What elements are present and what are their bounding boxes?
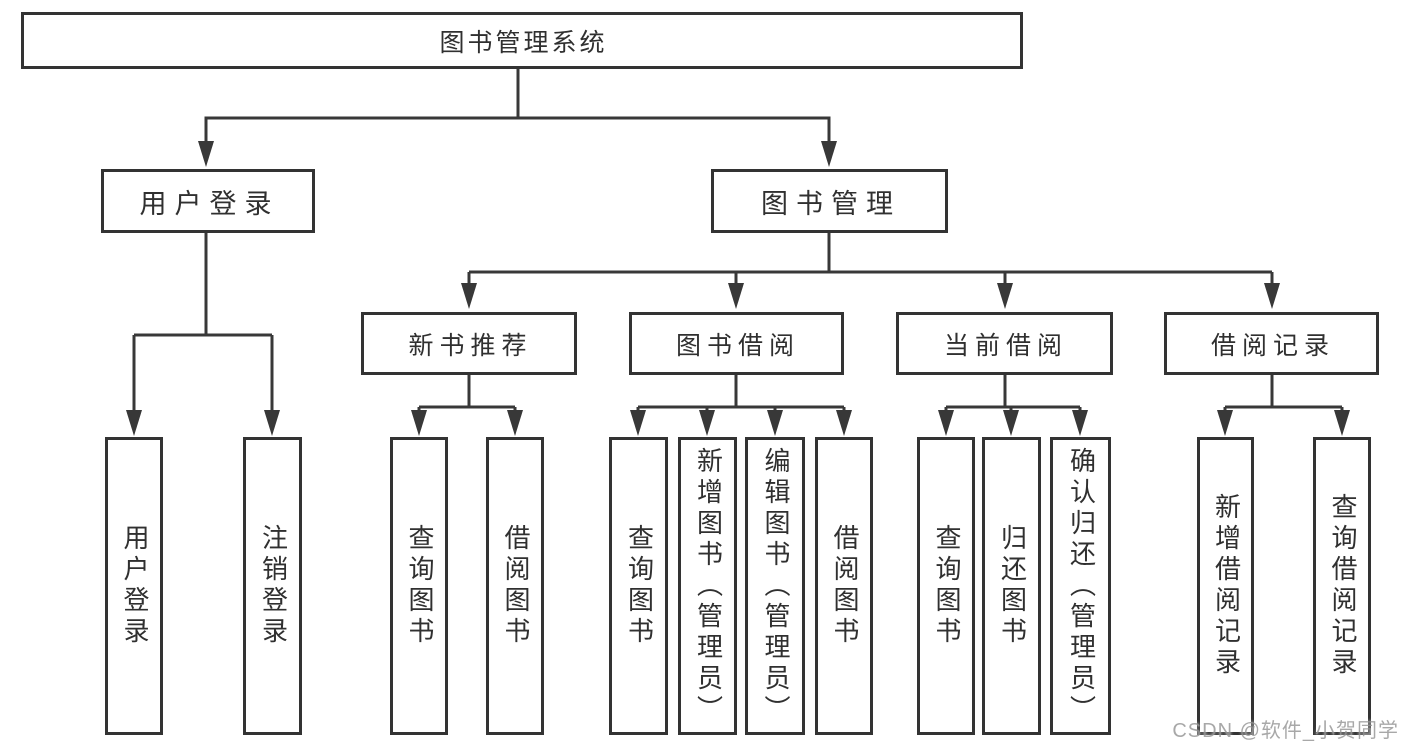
arrow-icon bbox=[997, 283, 1013, 309]
leaf-label: 查询图书 bbox=[624, 524, 654, 648]
arrow-icon bbox=[836, 410, 852, 436]
node-label: 图书管理系统 bbox=[439, 28, 608, 57]
arrow-icon bbox=[630, 410, 646, 436]
leaf-label: 借阅图书 bbox=[830, 524, 859, 648]
arrow-icon bbox=[264, 410, 280, 436]
arrow-icon bbox=[1334, 410, 1350, 436]
node-label: 图书管理 bbox=[761, 188, 901, 219]
node-label: 借阅记录 bbox=[1210, 331, 1335, 360]
node-current-borrow: 当前借阅 bbox=[896, 312, 1113, 375]
arrow-icon bbox=[1072, 410, 1088, 436]
leaf-query-books-2: 查询图书 bbox=[609, 437, 668, 735]
leaf-query-books-3: 查询图书 bbox=[917, 437, 975, 735]
node-label: 图书借阅 bbox=[675, 331, 800, 360]
leaf-return-book: 归还图书 bbox=[982, 437, 1041, 735]
node-label: 当前借阅 bbox=[943, 331, 1068, 360]
node-label: 用户登录 bbox=[139, 188, 280, 219]
leaf-query-books-1: 查询图书 bbox=[390, 437, 448, 735]
node-root: 图书管理系统 bbox=[21, 12, 1023, 69]
leaf-user-login: 用户登录 bbox=[105, 437, 163, 735]
arrow-icon bbox=[728, 283, 744, 309]
node-user-login: 用户登录 bbox=[101, 169, 315, 233]
node-book-borrow: 图书借阅 bbox=[629, 312, 844, 375]
leaf-query-borrow-record: 查询借阅记录 bbox=[1313, 437, 1371, 735]
edge-newbook-fork bbox=[417, 375, 517, 411]
edge-bookborrow-fork bbox=[636, 375, 846, 411]
edge-bookmgmt-to-level3 bbox=[467, 233, 1274, 284]
leaf-confirm-return-admin: 确认归还（管理员） bbox=[1050, 437, 1111, 735]
arrow-icon bbox=[1003, 410, 1019, 436]
arrow-icon bbox=[938, 410, 954, 436]
edge-root-to-level2 bbox=[204, 69, 831, 141]
leaf-label: 新增借阅记录 bbox=[1211, 493, 1241, 679]
arrowheads bbox=[126, 141, 1350, 436]
leaf-logout: 注销登录 bbox=[243, 437, 302, 735]
edge-currentborrow-fork bbox=[944, 375, 1082, 411]
node-borrow-records: 借阅记录 bbox=[1164, 312, 1379, 375]
arrow-icon bbox=[461, 283, 477, 309]
leaf-label: 用户登录 bbox=[120, 524, 149, 648]
leaf-borrow-books-2: 借阅图书 bbox=[815, 437, 873, 735]
leaf-label: 编辑图书（管理员） bbox=[761, 446, 790, 726]
arrow-icon bbox=[699, 410, 715, 436]
edge-borrowrecord-fork bbox=[1223, 375, 1344, 411]
leaf-add-borrow-record: 新增借阅记录 bbox=[1197, 437, 1254, 735]
arrow-icon bbox=[821, 141, 837, 167]
leaf-label: 借阅图书 bbox=[501, 524, 530, 648]
node-label: 新书推荐 bbox=[408, 331, 533, 360]
arrow-icon bbox=[1264, 283, 1280, 309]
leaf-borrow-books-1: 借阅图书 bbox=[486, 437, 544, 735]
leaf-label: 确认归还（管理员） bbox=[1066, 446, 1096, 726]
leaf-label: 新增图书（管理员） bbox=[693, 446, 723, 726]
leaf-add-book-admin: 新增图书（管理员） bbox=[678, 437, 737, 735]
arrow-icon bbox=[126, 410, 142, 436]
arrow-icon bbox=[198, 141, 214, 167]
leaf-label: 查询图书 bbox=[405, 524, 434, 648]
node-new-book-recommend: 新书推荐 bbox=[361, 312, 577, 375]
arrow-icon bbox=[507, 410, 523, 436]
leaf-edit-book-admin: 编辑图书（管理员） bbox=[745, 437, 805, 735]
leaf-label: 注销登录 bbox=[258, 524, 288, 648]
leaf-label: 归还图书 bbox=[997, 524, 1027, 648]
arrow-icon bbox=[411, 410, 427, 436]
watermark: CSDN @软件_小贺同学 bbox=[1172, 720, 1399, 742]
arrow-icon bbox=[1217, 410, 1233, 436]
leaf-label: 查询借阅记录 bbox=[1328, 493, 1357, 679]
arrow-icon bbox=[767, 410, 783, 436]
node-book-management: 图书管理 bbox=[711, 169, 948, 233]
edge-userlogin-fork bbox=[132, 233, 274, 411]
leaf-label: 查询图书 bbox=[932, 524, 961, 648]
